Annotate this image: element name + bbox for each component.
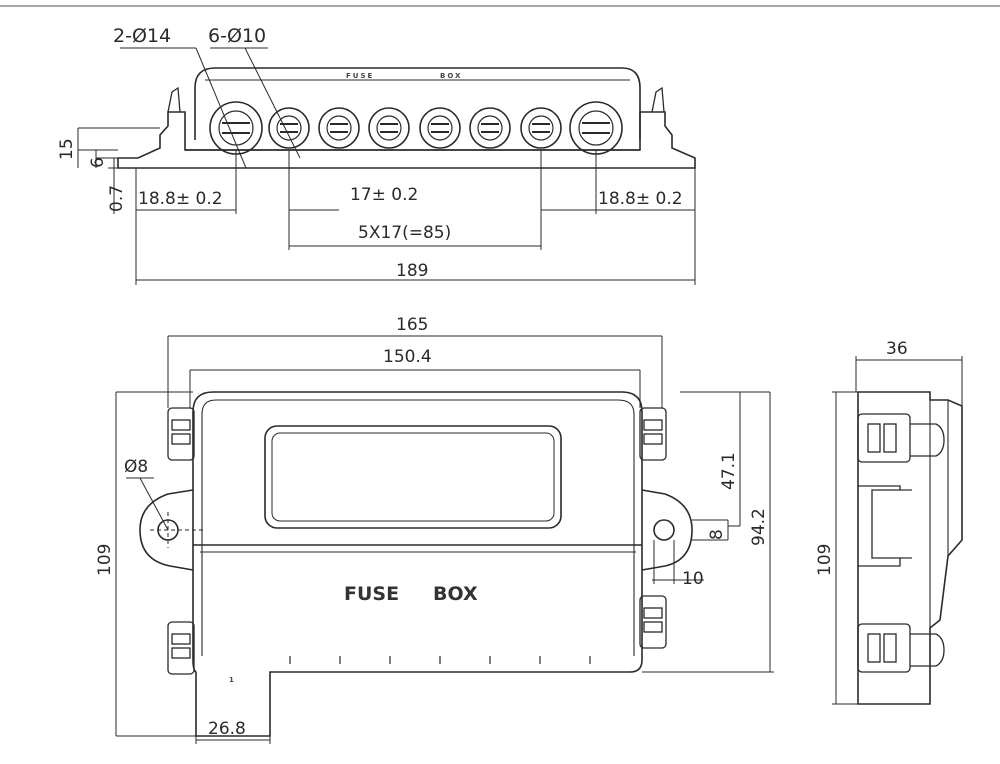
front-body [192,391,643,737]
side-body [857,391,963,705]
side-view [832,356,963,705]
dim-length-189: 189 [396,261,428,281]
dim-150-4: 150.4 [383,347,432,367]
small-hole-4 [419,107,461,149]
front-clips [167,407,667,675]
small-hole-3 [368,107,410,149]
dim-26-8: 26.8 [208,719,246,739]
dim-pitch-left: 18.8± 0.2 [138,189,223,209]
top-view [77,47,696,285]
left-clip [167,86,181,113]
side-dims [832,356,963,705]
dim-pitch-right: 18.8± 0.2 [598,189,683,209]
dim-109: 109 [95,544,115,576]
dim-dia-8: Ø8 [124,457,148,477]
dim-36: 36 [886,339,908,359]
side-channel [858,485,901,567]
dim-165: 165 [396,315,428,335]
dim-10: 10 [682,569,704,589]
small-hole-4-inner [427,115,453,141]
emboss-mark-1: 1 [229,676,236,684]
dim-pitch-mid: 17± 0.2 [350,185,418,205]
front-view [115,335,774,744]
dim-15: 15 [57,138,77,160]
small-hole-2 [318,107,360,149]
leader-6d10 [244,47,301,159]
small-hole-3-inner [376,115,402,141]
emboss-top-fuse: FUSE [346,72,374,80]
right-ear [641,489,693,571]
dim-94-2: 94.2 [749,508,769,546]
terminal-bars [222,122,610,134]
small-hole-6 [520,107,562,149]
small-hole-5 [469,107,511,149]
dim-07: 0.7 [107,185,127,212]
dim-pitch-total: 5X17(=85) [358,223,451,243]
front-window-inner [271,432,555,522]
emboss-box: BOX [433,583,478,605]
dim-6: 6 [88,157,108,168]
small-hole-2-inner [326,115,352,141]
emboss-fuse: FUSE [344,583,399,605]
top-horizontal-dims [135,150,696,285]
large-hole-right [569,101,623,155]
front-window [264,425,562,529]
bottom-ticks [289,656,591,664]
front-dims [115,335,774,744]
dim-47-1: 47.1 [719,452,739,490]
top-left-height-dims [77,127,160,214]
front-body-inner [201,399,635,656]
dim-side-109: 109 [815,544,835,576]
label-2d14: 2-Ø14 [113,25,171,47]
small-hole-1 [268,107,310,149]
emboss-top-box: BOX [440,72,462,80]
side-clips [857,413,945,673]
label-6d10: 6-Ø10 [208,25,266,47]
right-clip [651,86,665,113]
left-ear [139,489,194,571]
small-hole-5-inner [477,115,503,141]
small-hole-6-inner [528,115,554,141]
top-cover [194,67,641,140]
small-hole-1-inner [276,115,302,141]
leader-2d14 [195,47,247,169]
large-hole-right-inner [578,110,614,146]
dim-8: 8 [707,529,727,540]
right-ear-hole [653,519,675,541]
large-hole-left [209,101,263,155]
